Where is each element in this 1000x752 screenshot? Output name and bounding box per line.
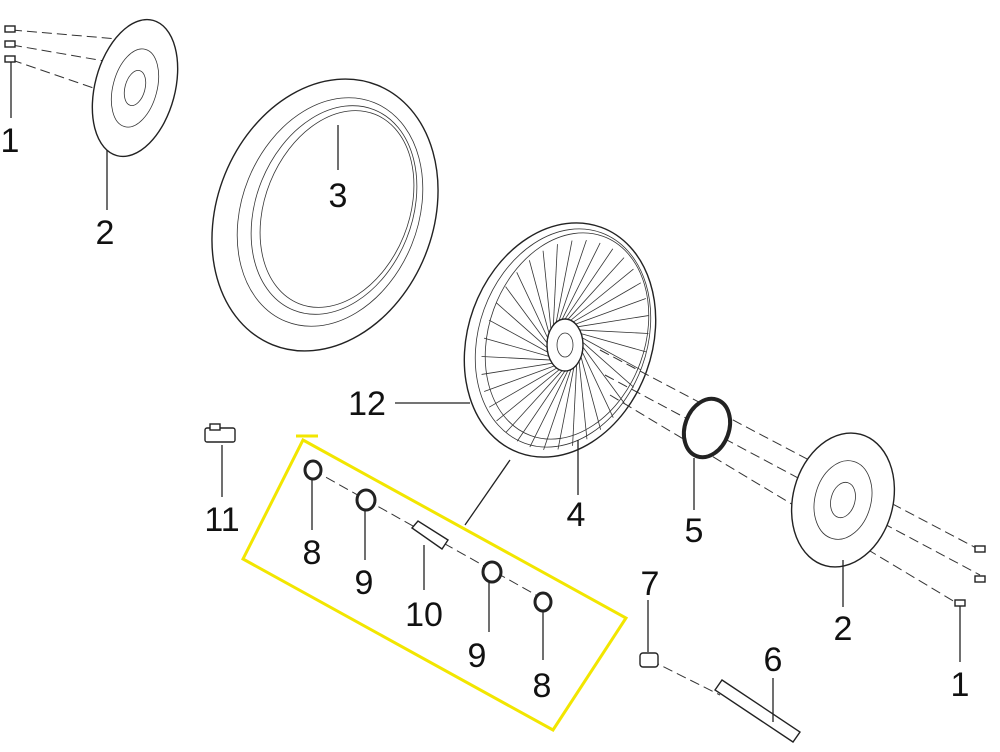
highlight-box xyxy=(241,437,629,732)
wheel-spoke xyxy=(495,302,553,353)
right-brake-disc xyxy=(790,432,986,662)
wheel-spoke xyxy=(559,248,614,327)
callout-9: 9 xyxy=(468,637,487,675)
wheel-spoke xyxy=(553,240,573,333)
wheel-spoke xyxy=(543,360,575,451)
wheel-spoke xyxy=(481,356,557,361)
wheel-spoke xyxy=(516,363,571,442)
wheel-spoke xyxy=(564,268,634,326)
wheel-spoke xyxy=(516,272,552,346)
wheel-spoke xyxy=(483,337,555,359)
wheel-spoke xyxy=(552,244,558,336)
wheel-spoke xyxy=(496,364,566,422)
callout-8: 8 xyxy=(303,534,322,572)
callout-2: 2 xyxy=(834,610,853,648)
wheel-spoke xyxy=(481,361,559,375)
wheel-spoke xyxy=(577,351,588,440)
callout-8: 8 xyxy=(533,667,552,705)
wheel-spoke xyxy=(489,364,563,408)
wheel-spoke xyxy=(484,363,561,392)
wheel-spoke xyxy=(578,344,614,418)
wheel-spoke xyxy=(569,298,646,327)
wheel-spoke xyxy=(572,354,578,446)
spoked-wheel xyxy=(395,222,981,606)
wheel-spoke xyxy=(555,239,587,330)
speed-sensor-ring xyxy=(681,396,733,510)
callout-11: 11 xyxy=(204,501,239,539)
callout-2: 2 xyxy=(96,214,115,252)
wheel-spoke xyxy=(529,362,573,448)
left-disc-bolts xyxy=(4,25,131,118)
wheel-spoke xyxy=(567,282,641,326)
wheel-spoke xyxy=(571,315,649,329)
wheel-spoke xyxy=(505,286,552,349)
callout-1: 1 xyxy=(951,666,970,704)
wheel-spoke xyxy=(557,242,601,328)
wheel-spoke xyxy=(578,341,625,404)
wheel-spoke xyxy=(576,334,642,371)
callout-1: 1 xyxy=(1,122,20,160)
wheel-spoke xyxy=(562,257,625,326)
callout-7: 7 xyxy=(641,565,660,603)
callout-4: 4 xyxy=(567,496,586,534)
wheel-spoke xyxy=(488,319,554,356)
callout-3: 3 xyxy=(329,177,348,215)
wheel-spoke xyxy=(575,331,647,353)
wheel-speed-sensor xyxy=(204,423,236,497)
left-brake-disc xyxy=(91,18,179,210)
callout-9: 9 xyxy=(355,564,374,602)
tire xyxy=(211,78,439,352)
callout-6: 6 xyxy=(764,641,783,679)
callout-12: 12 xyxy=(348,385,386,423)
wheel-spoke xyxy=(577,337,635,388)
wheel-spoke xyxy=(573,329,649,334)
axle-parts xyxy=(639,600,801,743)
bearing-set xyxy=(303,459,553,660)
wheel-spoke xyxy=(528,260,552,342)
wheel-spoke xyxy=(542,250,553,339)
wheel-spoke xyxy=(557,357,577,450)
callout-5: 5 xyxy=(685,512,704,550)
callout-10: 10 xyxy=(405,596,443,634)
wheel-spoke xyxy=(505,364,568,433)
wheel-spoke xyxy=(578,348,602,430)
